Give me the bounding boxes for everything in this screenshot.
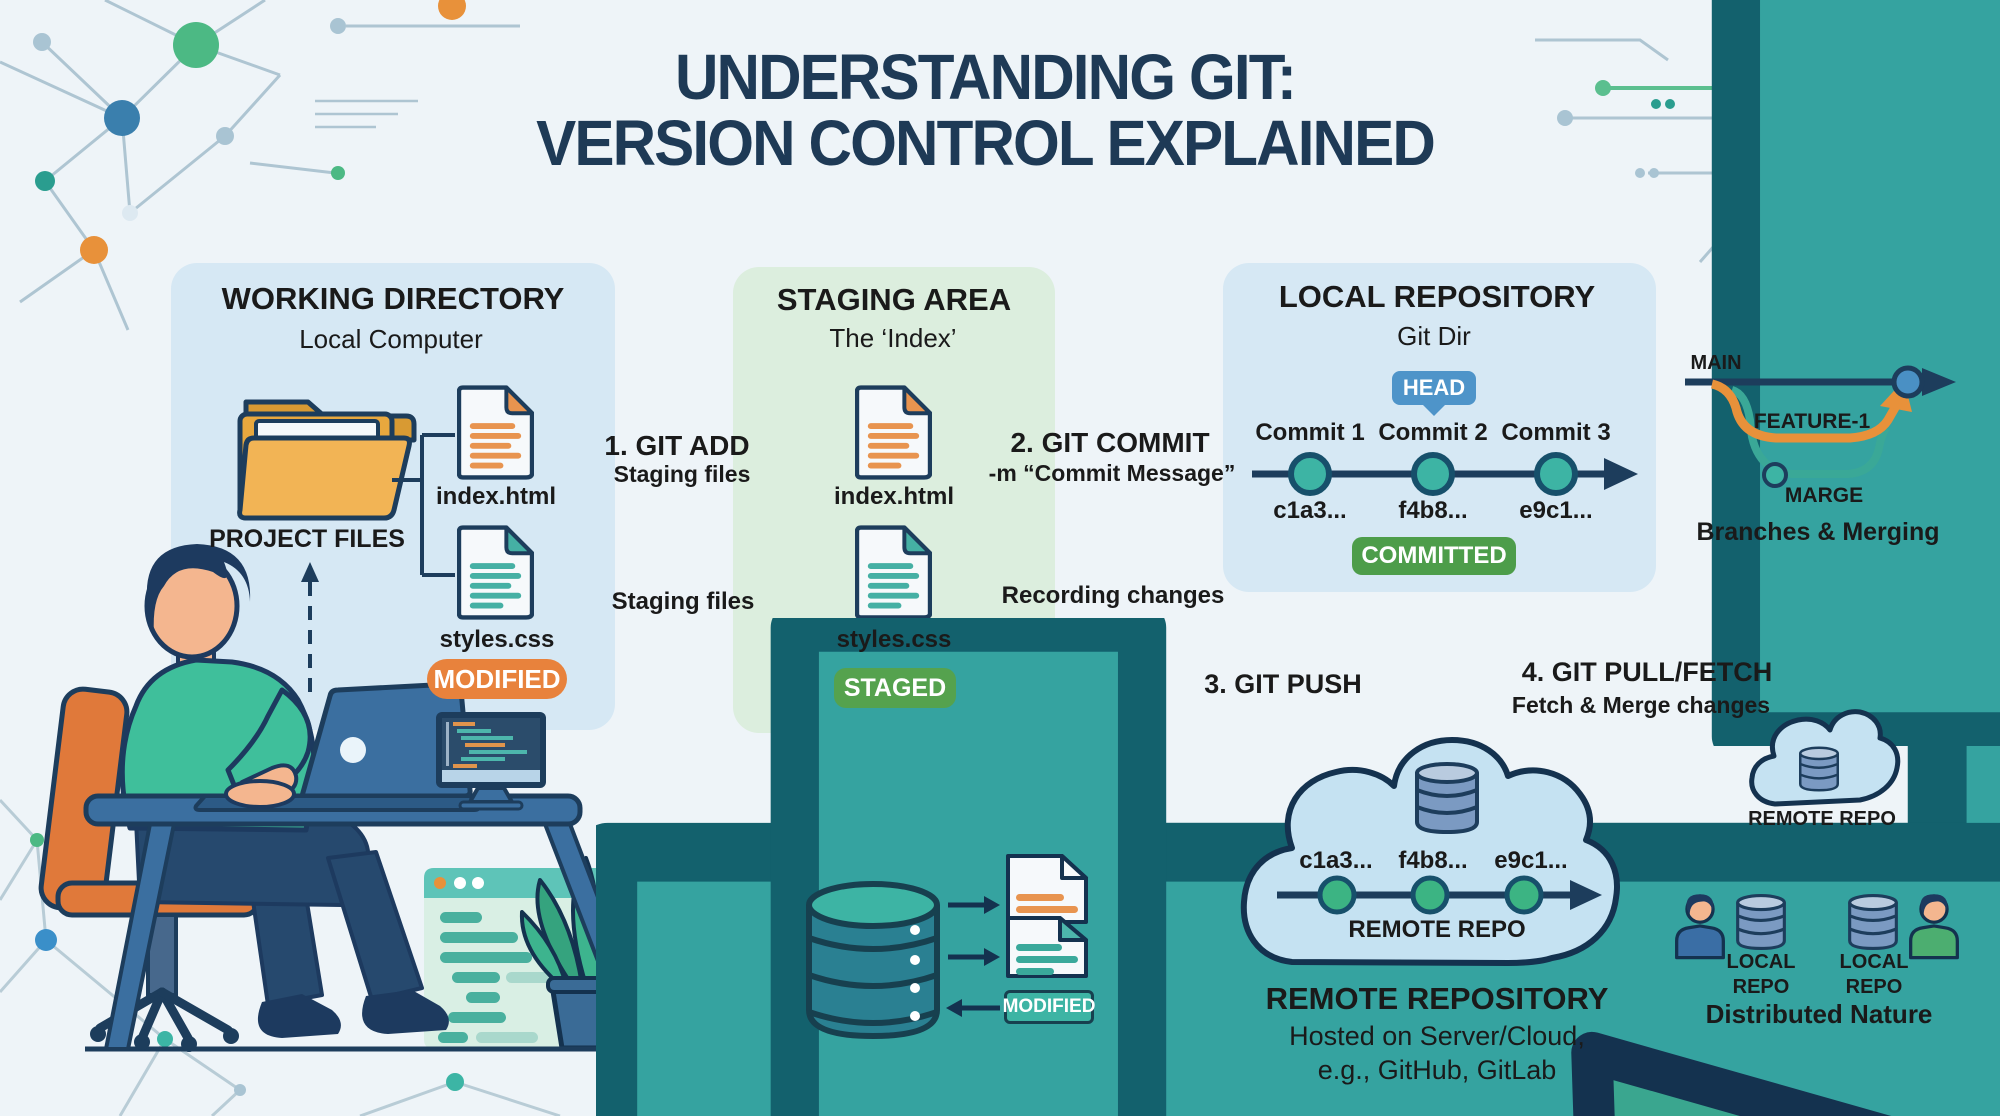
local-repo-label-1: LOCAL REPO — [1727, 950, 1796, 1000]
remote-repo-label: REMOTE REPO — [1348, 916, 1526, 943]
working-directory-subtitle: Local Computer — [299, 324, 483, 354]
page-title-line1: UNDERSTANDING GIT: — [674, 41, 1297, 113]
local-repo-1-line2: REPO — [1732, 976, 1790, 998]
local-repo-1-line1: LOCAL — [1726, 951, 1796, 973]
commit-1-hash: c1a3... — [1273, 497, 1347, 524]
commit-1-label: Commit 1 — [1255, 419, 1365, 446]
branch-diagram — [1685, 365, 1956, 488]
laptop-illustration — [193, 681, 481, 812]
project-files-label: PROJECT FILES — [209, 525, 405, 553]
staged-badge: STAGED — [834, 668, 956, 708]
local-repo-label-2: LOCAL REPO — [1840, 950, 1909, 1000]
working-directory-title: WORKING DIRECTORY — [221, 281, 565, 316]
local-repository-title: LOCAL REPOSITORY — [1278, 279, 1596, 314]
remote-repository-title: REMOTE REPOSITORY — [1265, 981, 1609, 1016]
git-pull-arrow-icon — [1553, 0, 2000, 736]
remote-cloud-icon — [1240, 737, 1620, 966]
file-connector-lines — [392, 433, 455, 577]
staging-area-title: STAGING AREA — [776, 282, 1012, 317]
commit-2-label: Commit 2 — [1378, 419, 1488, 446]
merge-label: MARGE — [1784, 484, 1864, 507]
main-branch-label: MAIN — [1690, 352, 1742, 374]
remote-hash-3: e9c1... — [1494, 847, 1568, 874]
database-sync-diagram — [806, 854, 1088, 1040]
modified-sync-badge: MODIFIED — [1003, 990, 1095, 1024]
remote-hash-1: c1a3... — [1299, 847, 1373, 874]
database-icon — [1415, 762, 1479, 834]
sync-arrows — [948, 902, 1000, 1011]
database-icon — [1848, 894, 1898, 950]
database-icon — [1799, 746, 1839, 792]
changed-files-icons — [1006, 854, 1088, 978]
page-title-line2: VERSION CONTROL EXPLAINED — [536, 107, 1436, 179]
staged-file-label-index-html: index.html — [833, 483, 955, 510]
file-label-index-html: index.html — [435, 483, 557, 510]
feature-branch-label: FEATURE-1 — [1753, 410, 1871, 433]
staging-area-subtitle: The ‘Index’ — [829, 323, 957, 353]
code-monitor-illustration — [436, 712, 546, 811]
committed-badge: COMMITTED — [1352, 537, 1516, 575]
network-nodes-bottom-left — [30, 833, 464, 1096]
dashed-arrow-up — [301, 562, 319, 695]
local-commit-timeline — [1252, 452, 1638, 496]
git-add-caption: Staging files — [611, 588, 755, 615]
remote-hash-2: f4b8... — [1398, 847, 1468, 874]
git-commit-subtitle: -m “Commit Message” — [988, 460, 1236, 486]
database-icon — [1736, 894, 1786, 950]
file-icon — [857, 388, 930, 478]
commit-3-hash: e9c1... — [1519, 497, 1593, 524]
file-icon — [459, 528, 532, 618]
local-repository-subtitle: Git Dir — [1397, 321, 1471, 351]
git-commit-title: 2. GIT COMMIT — [1010, 427, 1210, 458]
head-badge: HEAD — [1392, 371, 1476, 405]
local-repo-2-line2: REPO — [1845, 976, 1903, 998]
commit-2-hash: f4b8... — [1398, 497, 1468, 524]
local-repo-2-line1: LOCAL — [1839, 951, 1909, 973]
git-commit-caption: Recording changes — [1001, 582, 1225, 609]
git-add-subtitle: Staging files — [613, 461, 751, 487]
remote-repository-subtitle1: Hosted on Server/Cloud, — [1289, 1021, 1585, 1051]
file-icon — [459, 388, 532, 478]
modified-badge: MODIFIED — [427, 659, 567, 699]
folder-icon — [237, 399, 417, 521]
file-label-styles-css: styles.css — [439, 626, 555, 653]
remote-commit-timeline — [1277, 875, 1602, 915]
remote-repository-subtitle2: e.g., GitHub, GitLab — [1317, 1055, 1557, 1085]
distributed-remote-label: REMOTE REPO — [1748, 808, 1896, 830]
branches-merging-caption: Branches & Merging — [1696, 518, 1940, 546]
git-pull-title: 4. GIT PULL/FETCH — [1521, 657, 1773, 687]
staged-file-label-styles-css: styles.css — [836, 626, 952, 653]
git-add-title: 1. GIT ADD — [604, 430, 750, 461]
file-icon — [857, 528, 930, 618]
git-pull-subtitle: Fetch & Merge changes — [1511, 692, 1771, 718]
network-nodes-top-left — [33, 0, 466, 264]
commit-3-label: Commit 3 — [1501, 419, 1611, 446]
distributed-diagram — [1437, 13, 2000, 1116]
network-lines-top-left — [0, 0, 1800, 331]
git-push-title: 3. GIT PUSH — [1204, 669, 1362, 699]
distributed-nature-caption: Distributed Nature — [1705, 999, 1933, 1029]
